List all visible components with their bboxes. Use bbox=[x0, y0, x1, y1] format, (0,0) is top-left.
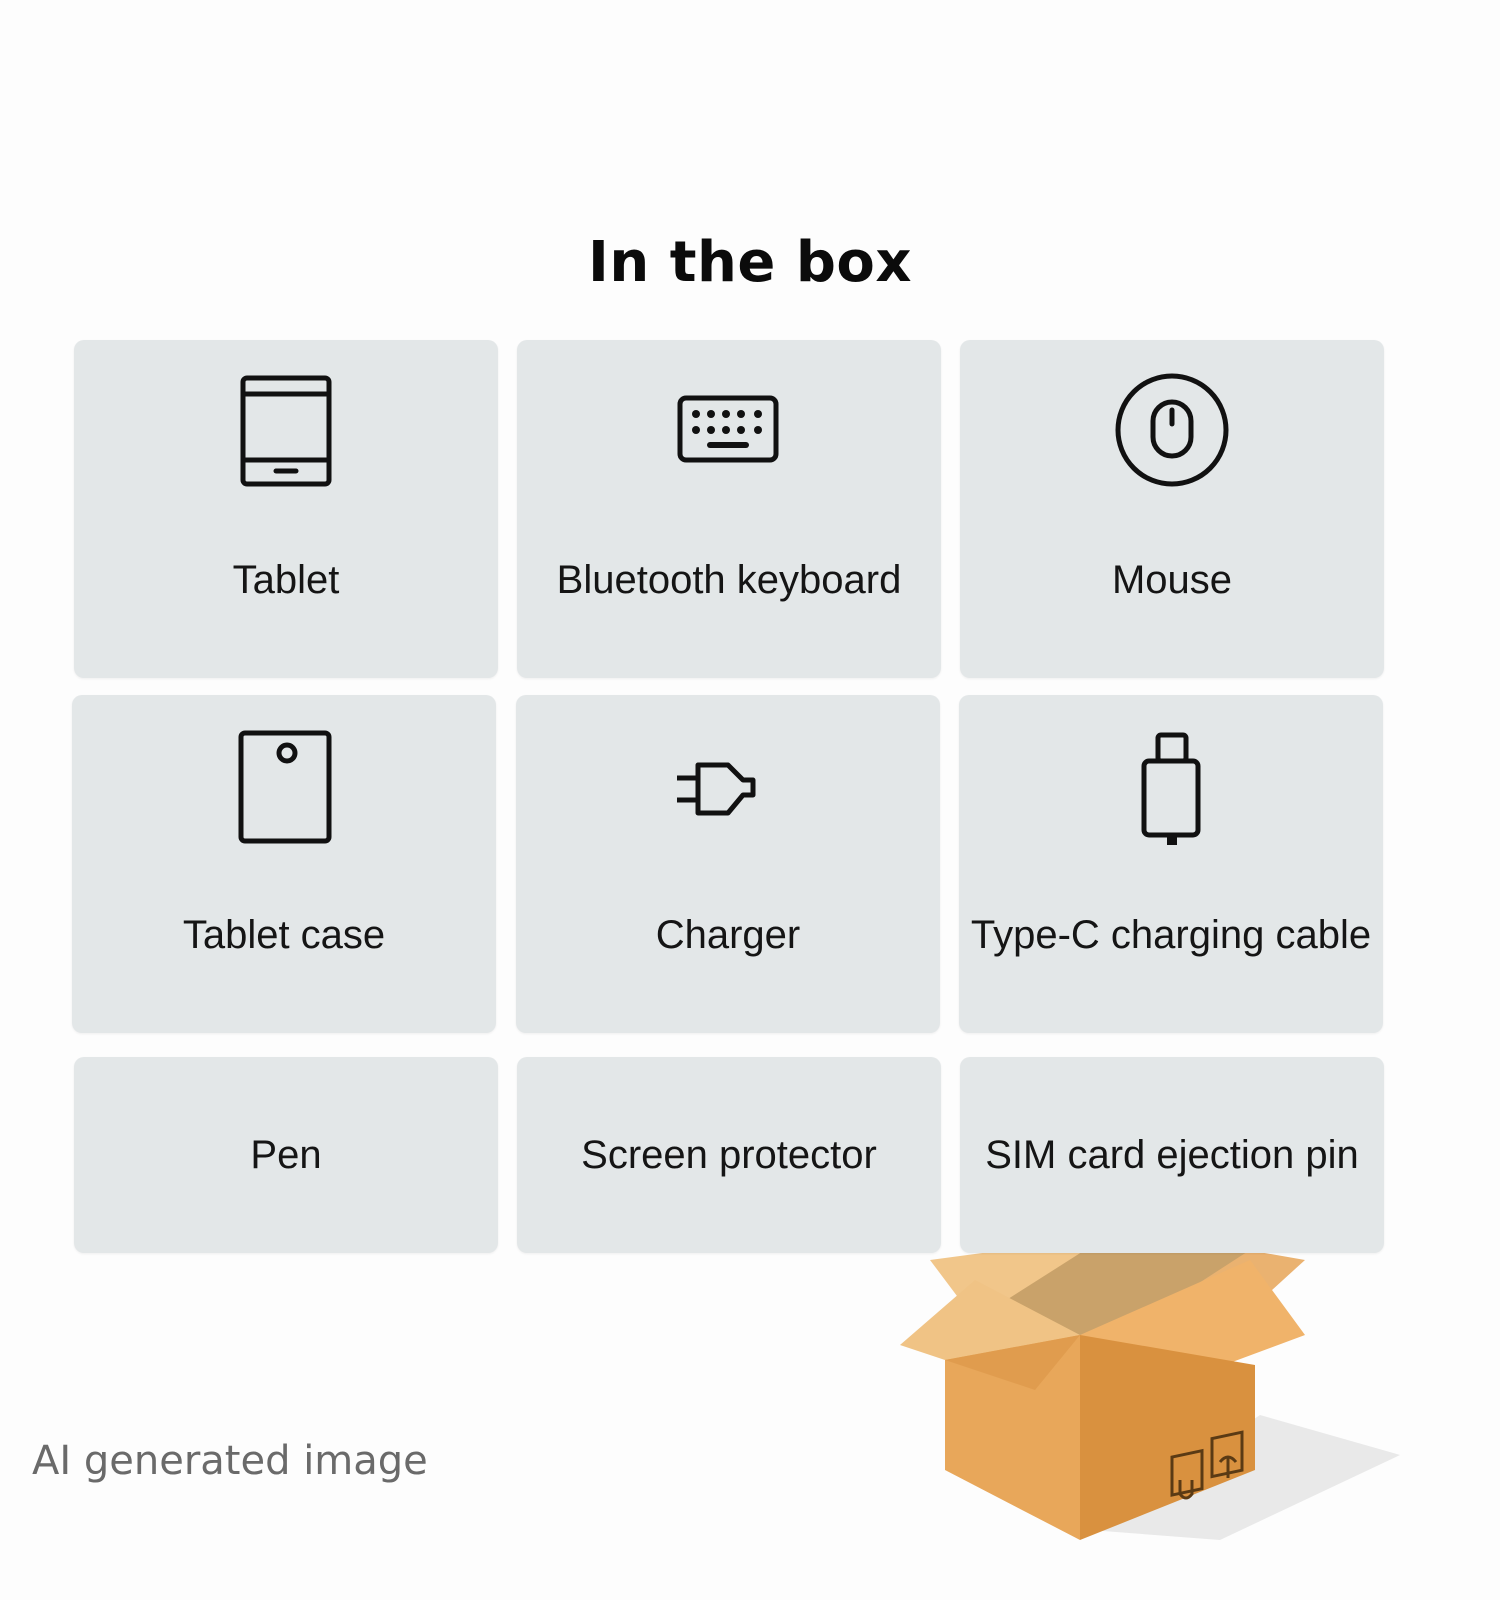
ai-generated-note: AI generated image bbox=[32, 1438, 428, 1484]
tablet-case-icon bbox=[238, 730, 332, 844]
item-label: Charger bbox=[655, 913, 801, 957]
item-card-mouse: Mouse bbox=[960, 340, 1384, 678]
item-card-charger: Charger bbox=[516, 695, 940, 1033]
tablet-icon bbox=[240, 375, 332, 487]
item-card-bluetooth-keyboard: Bluetooth keyboard bbox=[517, 340, 941, 678]
item-label: Pen bbox=[250, 1133, 322, 1177]
charger-plug-icon bbox=[677, 762, 756, 816]
item-card-sim-ejection-pin: SIM card ejection pin bbox=[960, 1057, 1384, 1253]
item-label: Mouse bbox=[1111, 558, 1233, 602]
item-card-pen: Pen bbox=[74, 1057, 498, 1253]
item-label: SIM card ejection pin bbox=[985, 1133, 1359, 1177]
item-card-screen-protector: Screen protector bbox=[517, 1057, 941, 1253]
item-card-tablet-case: Tablet case bbox=[72, 695, 496, 1033]
keyboard-icon bbox=[677, 395, 779, 463]
item-label: Type-C charging cable bbox=[970, 913, 1372, 957]
usb-c-cable-icon bbox=[1141, 732, 1201, 845]
item-card-type-c-cable: Type-C charging cable bbox=[959, 695, 1383, 1033]
item-label: Screen protector bbox=[581, 1133, 877, 1177]
item-card-tablet: Tablet bbox=[74, 340, 498, 678]
item-label: Bluetooth keyboard bbox=[556, 558, 902, 602]
item-label: Tablet bbox=[232, 558, 340, 602]
item-label: Tablet case bbox=[182, 913, 386, 957]
cardboard-box-illustration bbox=[900, 1240, 1400, 1540]
page-title: In the box bbox=[588, 230, 912, 295]
mouse-icon bbox=[1115, 373, 1229, 487]
